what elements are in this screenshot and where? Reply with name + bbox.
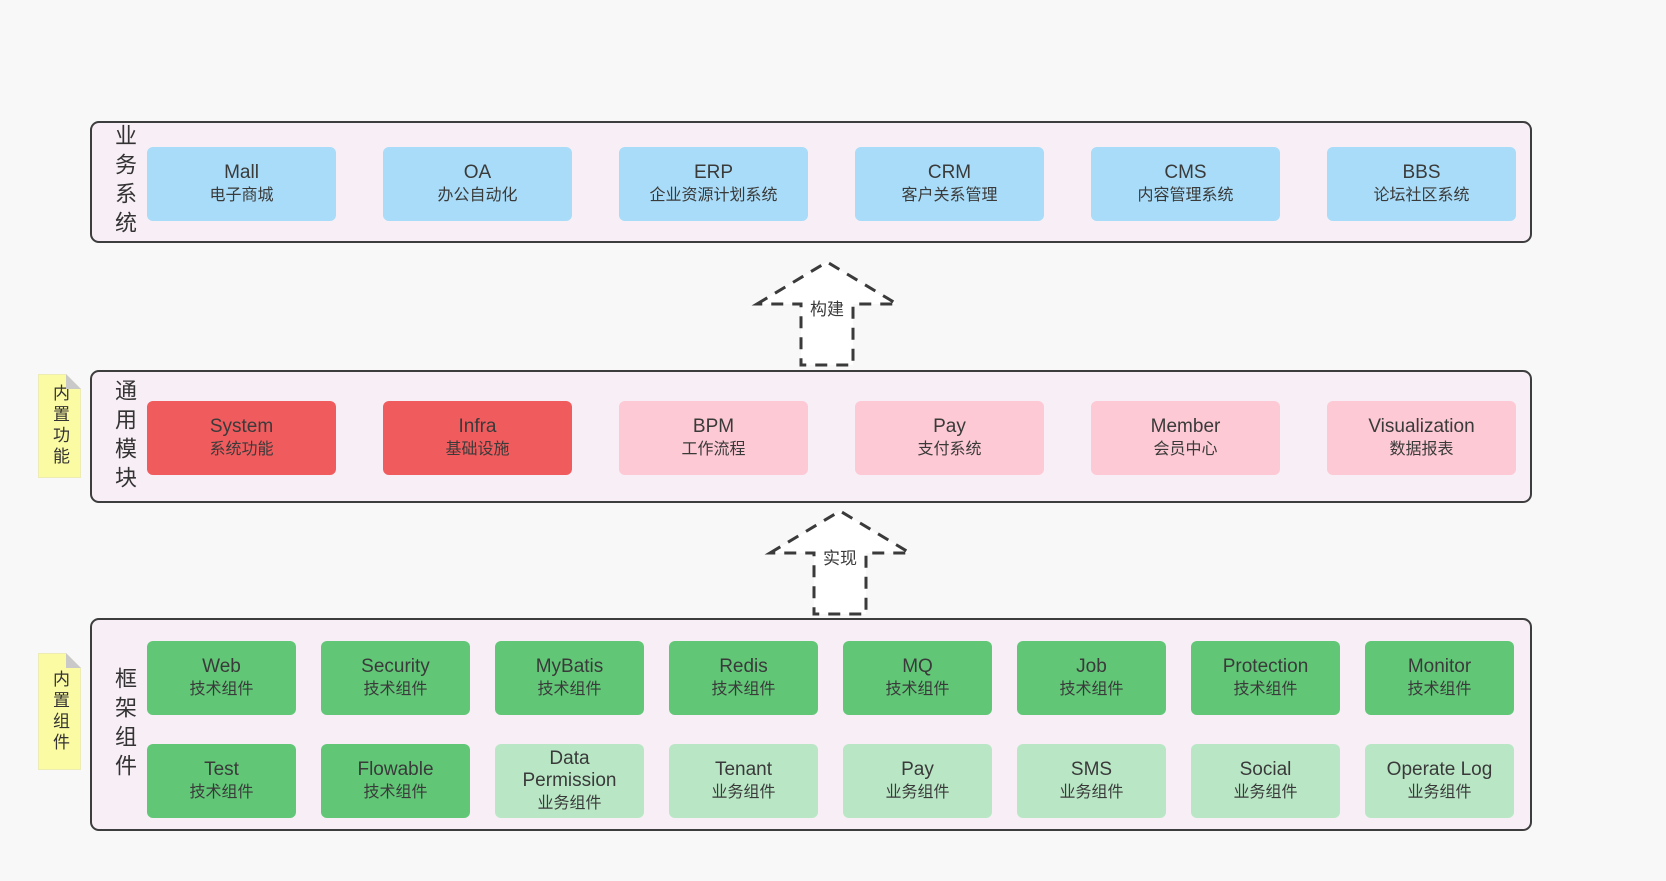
box-job: Job 技术组件 [1017,641,1166,715]
box-pay-component: Pay 业务组件 [843,744,992,818]
sticky-note-built-in-components: 内置组件 [38,653,81,770]
box-mybatis: MyBatis 技术组件 [495,641,644,715]
box-bbs: BBS 论坛社区系统 [1327,147,1516,221]
box-member: Member 会员中心 [1091,401,1280,475]
sticky-fold-icon [66,374,81,389]
box-system: System 系统功能 [147,401,336,475]
box-data-permission: Data Permission 业务组件 [495,744,644,818]
band-label-business: 业务系统 [112,124,137,240]
band-label-modules: 通用模块 [112,378,137,495]
box-pay-module: Pay 支付系统 [855,401,1044,475]
band-label-framework: 框架组件 [112,666,137,783]
box-mq: MQ 技术组件 [843,641,992,715]
framework-row-2: Test 技术组件 Flowable 技术组件 Data Permission … [147,744,1514,818]
box-test: Test 技术组件 [147,744,296,818]
box-bpm: BPM 工作流程 [619,401,808,475]
common-modules-band: 通用模块 System 系统功能 Infra 基础设施 BPM 工作流程 Pay… [90,370,1532,503]
box-redis: Redis 技术组件 [669,641,818,715]
sticky-note-built-in-features: 内置功能 [38,374,81,478]
box-tenant: Tenant 业务组件 [669,744,818,818]
box-oa: OA 办公自动化 [383,147,572,221]
sticky-note-text: 内置组件 [50,669,69,754]
box-monitor: Monitor 技术组件 [1365,641,1514,715]
framework-components-band: 框架组件 Web 技术组件 Security 技术组件 MyBatis 技术组件… [90,618,1532,831]
business-box-row: Mall 电子商城 OA 办公自动化 ERP 企业资源计划系统 CRM 客户关系… [147,147,1516,221]
box-visualization: Visualization 数据报表 [1327,401,1516,475]
implement-arrow-label: 实现 [816,542,864,571]
box-mall: Mall 电子商城 [147,147,336,221]
box-erp: ERP 企业资源计划系统 [619,147,808,221]
sticky-note-text: 内置功能 [50,384,69,468]
module-box-row: System 系统功能 Infra 基础设施 BPM 工作流程 Pay 支付系统… [147,401,1516,475]
box-flowable: Flowable 技术组件 [321,744,470,818]
build-arrow-label: 构建 [803,293,851,322]
box-operate-log: Operate Log 业务组件 [1365,744,1514,818]
box-sms: SMS 业务组件 [1017,744,1166,818]
box-infra: Infra 基础设施 [383,401,572,475]
box-crm: CRM 客户关系管理 [855,147,1044,221]
box-web: Web 技术组件 [147,641,296,715]
box-protection: Protection 技术组件 [1191,641,1340,715]
box-security: Security 技术组件 [321,641,470,715]
sticky-fold-icon [66,653,81,668]
box-social: Social 业务组件 [1191,744,1340,818]
business-systems-band: 业务系统 Mall 电子商城 OA 办公自动化 ERP 企业资源计划系统 CRM… [90,121,1532,243]
framework-row-1: Web 技术组件 Security 技术组件 MyBatis 技术组件 Redi… [147,641,1514,715]
box-cms: CMS 内容管理系统 [1091,147,1280,221]
